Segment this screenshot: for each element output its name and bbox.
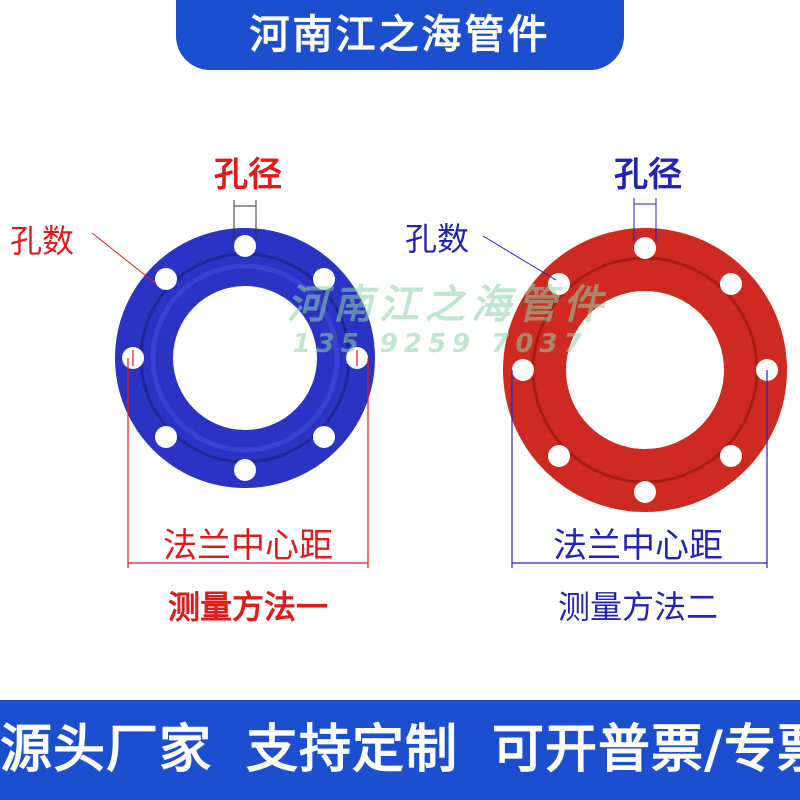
right-method-label: 测量方法二 — [558, 588, 718, 626]
footer-banner: 源头厂家支持定制可开普票/专票 — [0, 700, 800, 800]
right-bolt-holes — [512, 237, 778, 503]
flange-measurement-diagram: 孔径 孔数 法兰中心距 测量方法一 孔径 孔数 法兰中心距 测量方法二 河南江之… — [10, 155, 787, 626]
right-flange — [482, 198, 787, 568]
bolt-hole — [234, 235, 256, 257]
bolt-hole — [313, 426, 335, 448]
left-hole-count-label: 孔数 — [10, 222, 74, 260]
slogan-invoice: 可开普票/专票 — [492, 720, 800, 780]
right-flange-bore — [566, 291, 724, 449]
left-center-distance-label: 法兰中心距 — [163, 526, 333, 566]
right-hole-diameter-dimension — [633, 198, 657, 242]
left-flange-bore — [173, 286, 317, 430]
bolt-hole — [155, 426, 177, 448]
left-flange — [91, 200, 375, 568]
watermark-phone: 135 9259 7037 — [292, 329, 587, 359]
bolt-hole — [548, 445, 570, 467]
right-hole-diameter-label: 孔径 — [614, 155, 682, 195]
left-bolt-holes — [122, 235, 368, 481]
bolt-hole — [313, 268, 335, 290]
bolt-hole — [720, 445, 742, 467]
right-hole-count-leader — [482, 235, 557, 281]
right-center-distance-label: 法兰中心距 — [553, 526, 723, 566]
header-banner: 河南江之海管件 — [176, 0, 624, 70]
bolt-hole — [634, 237, 656, 259]
slogan-customization: 支持定制 — [246, 720, 459, 780]
left-center-distance-dimension — [127, 350, 369, 568]
left-method-label: 测量方法一 — [168, 588, 328, 626]
left-hole-diameter-dimension — [233, 200, 257, 240]
left-hole-count-leader — [91, 232, 156, 284]
left-flange-face-ridge — [150, 263, 340, 453]
slogan-source-factory: 源头厂家 — [0, 720, 213, 780]
watermark-company: 河南江之海管件 — [287, 282, 609, 328]
company-title: 河南江之海管件 — [249, 12, 551, 58]
right-hole-count-label: 孔数 — [405, 220, 469, 258]
bolt-hole — [720, 273, 742, 295]
bolt-hole — [512, 359, 534, 381]
left-hole-diameter-label: 孔径 — [214, 155, 282, 195]
bolt-hole — [234, 459, 256, 481]
bolt-hole — [634, 481, 656, 503]
right-center-distance-dimension — [511, 370, 768, 568]
bolt-hole — [155, 268, 177, 290]
